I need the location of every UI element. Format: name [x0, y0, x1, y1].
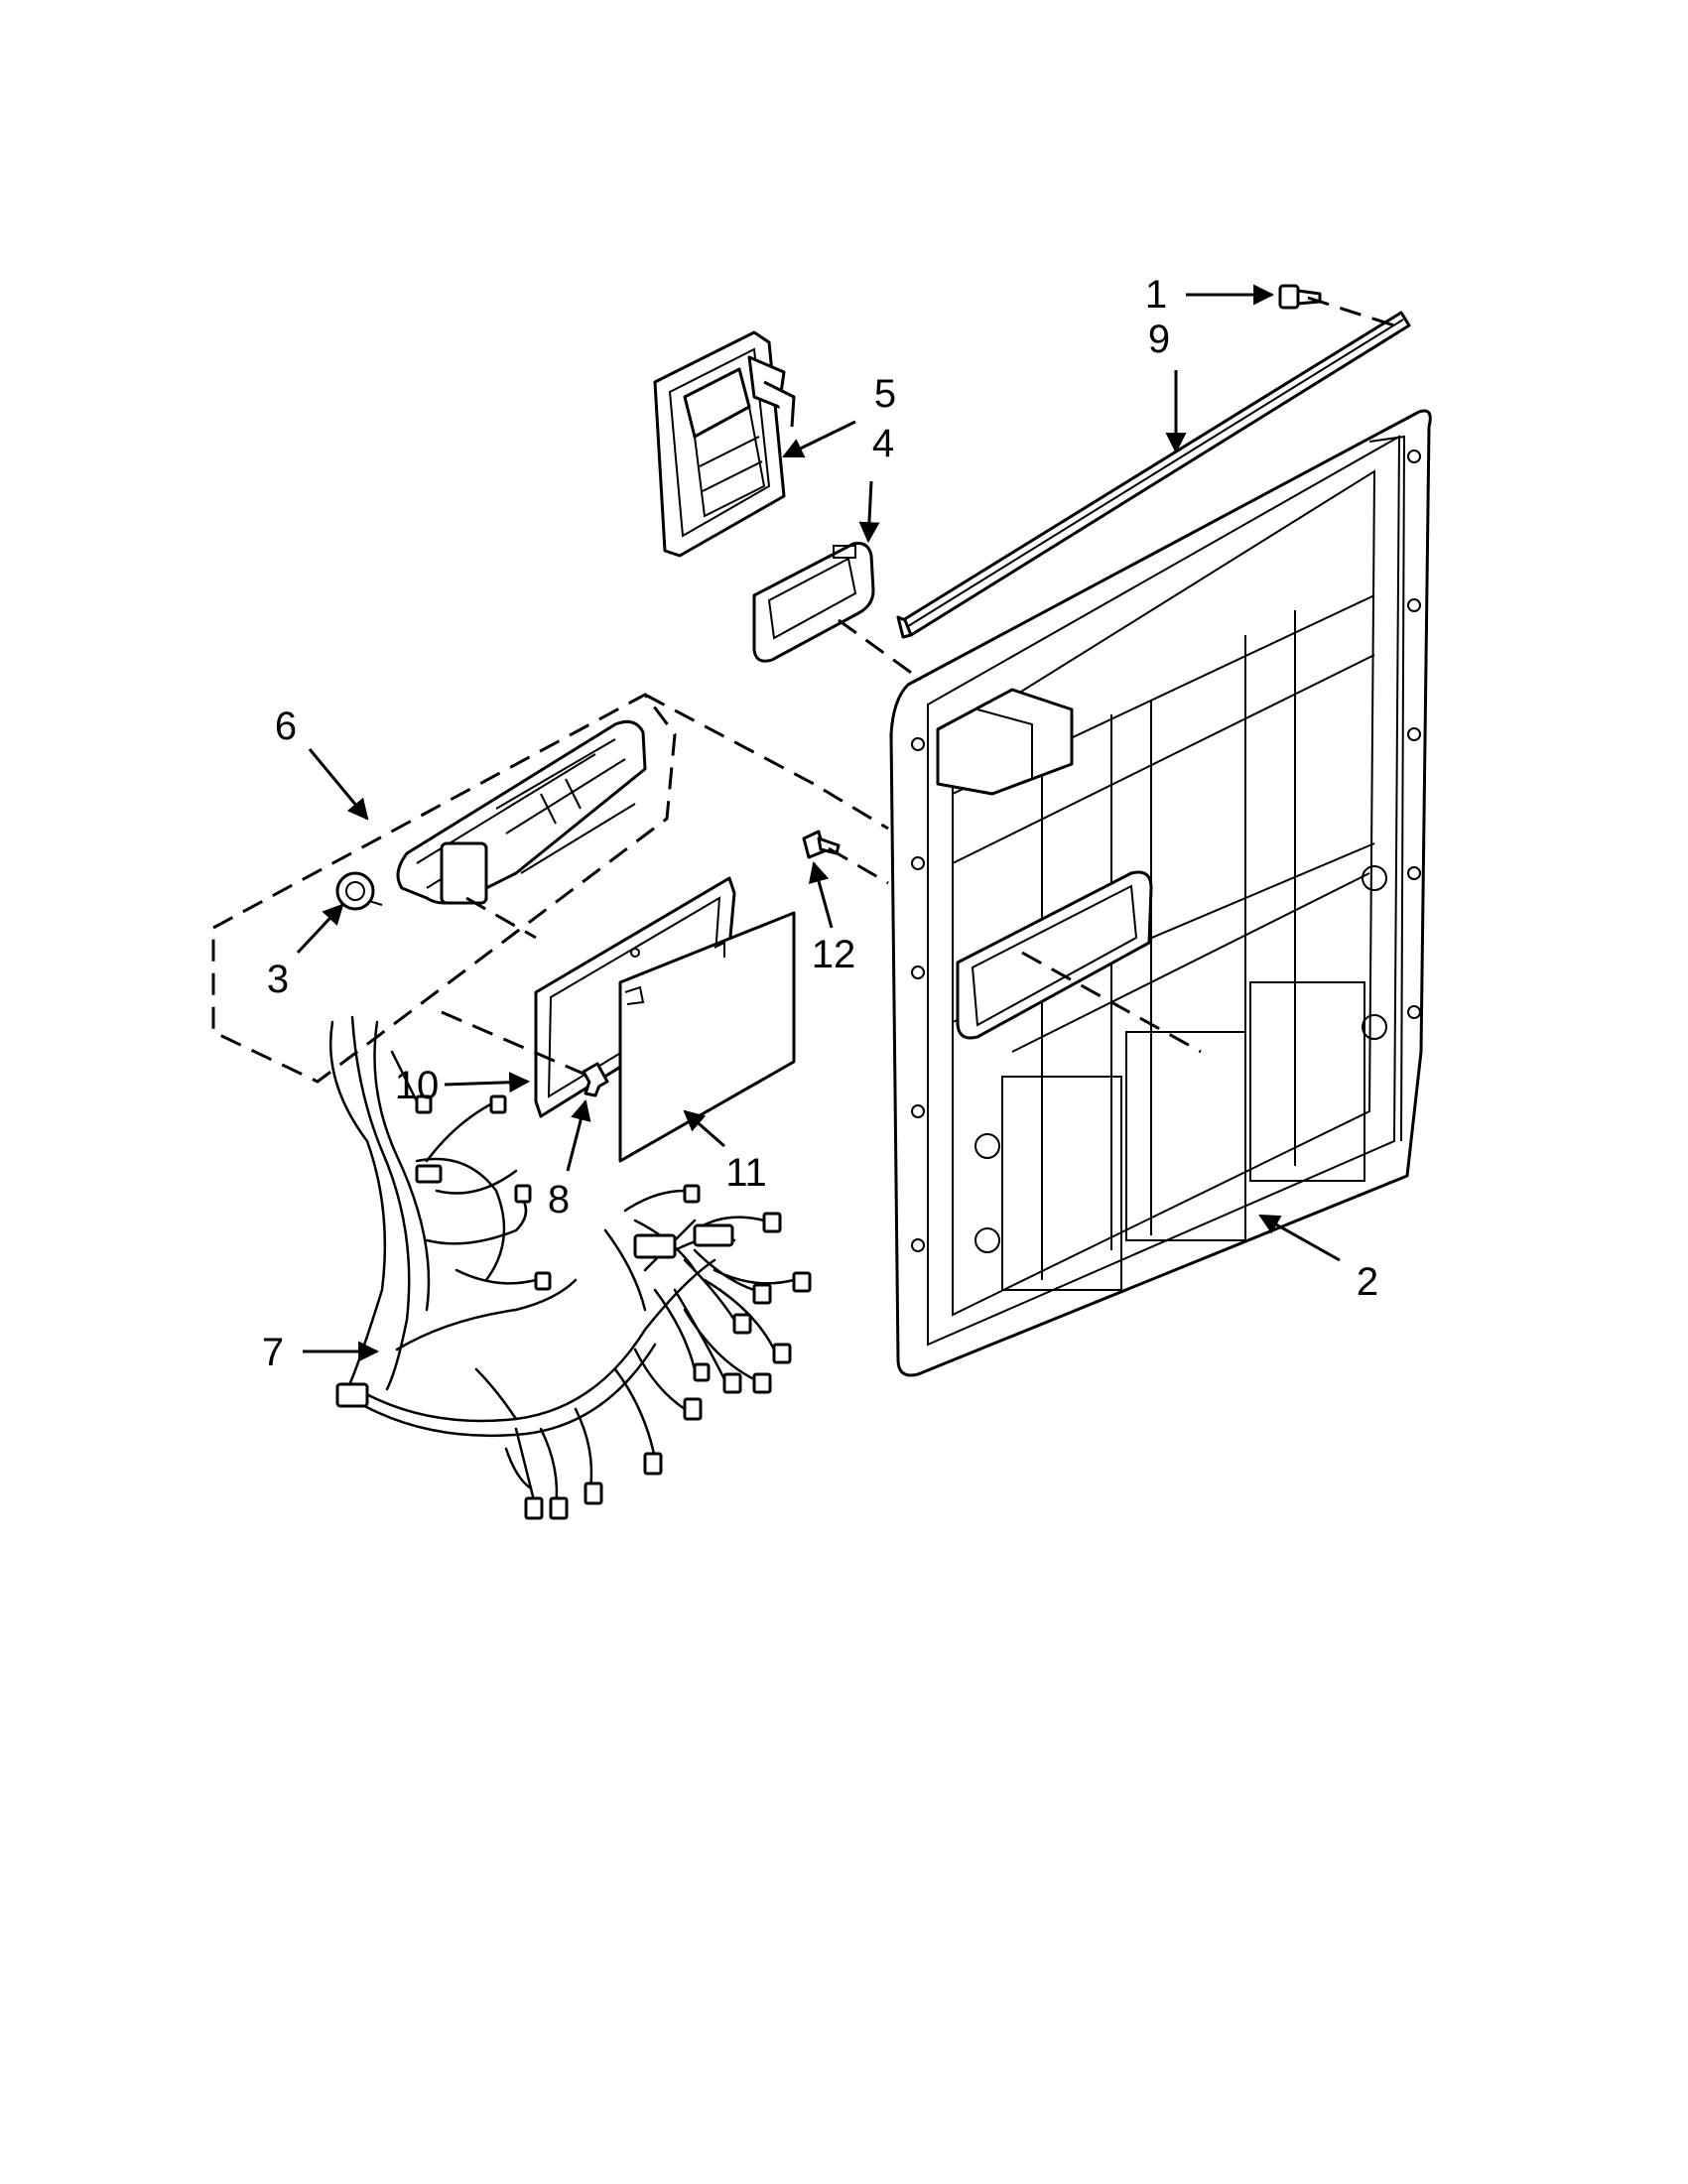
callout-2: 2 — [1357, 1260, 1378, 1304]
callout-7: 7 — [262, 1331, 284, 1374]
callout-11: 11 — [725, 1151, 767, 1195]
callout-1: 1 — [1145, 273, 1167, 317]
callout-10: 10 — [395, 1064, 440, 1107]
screw-part-8 — [582, 1062, 609, 1097]
gasket — [752, 542, 875, 663]
board-cover — [618, 911, 796, 1163]
wire-harness — [328, 1015, 812, 1520]
callout-3: 3 — [267, 958, 289, 1001]
alignment-lines — [441, 296, 1395, 1079]
dispenser-housing — [653, 330, 796, 558]
screw-part-1 — [1278, 284, 1322, 310]
callout-8: 8 — [548, 1178, 570, 1221]
leader-arrows — [296, 284, 1341, 1362]
callout-9: 9 — [1148, 318, 1170, 361]
inner-door-panel — [889, 409, 1432, 1377]
top-trim-strip — [896, 311, 1411, 639]
callout-4: 4 — [872, 422, 894, 465]
callout-5: 5 — [874, 372, 896, 416]
callout-12: 12 — [812, 933, 856, 976]
screw-part-12 — [802, 830, 841, 859]
callout-labels: 1 9 5 4 6 3 12 10 8 11 2 7 — [262, 273, 1378, 1374]
callout-6: 6 — [275, 705, 297, 748]
